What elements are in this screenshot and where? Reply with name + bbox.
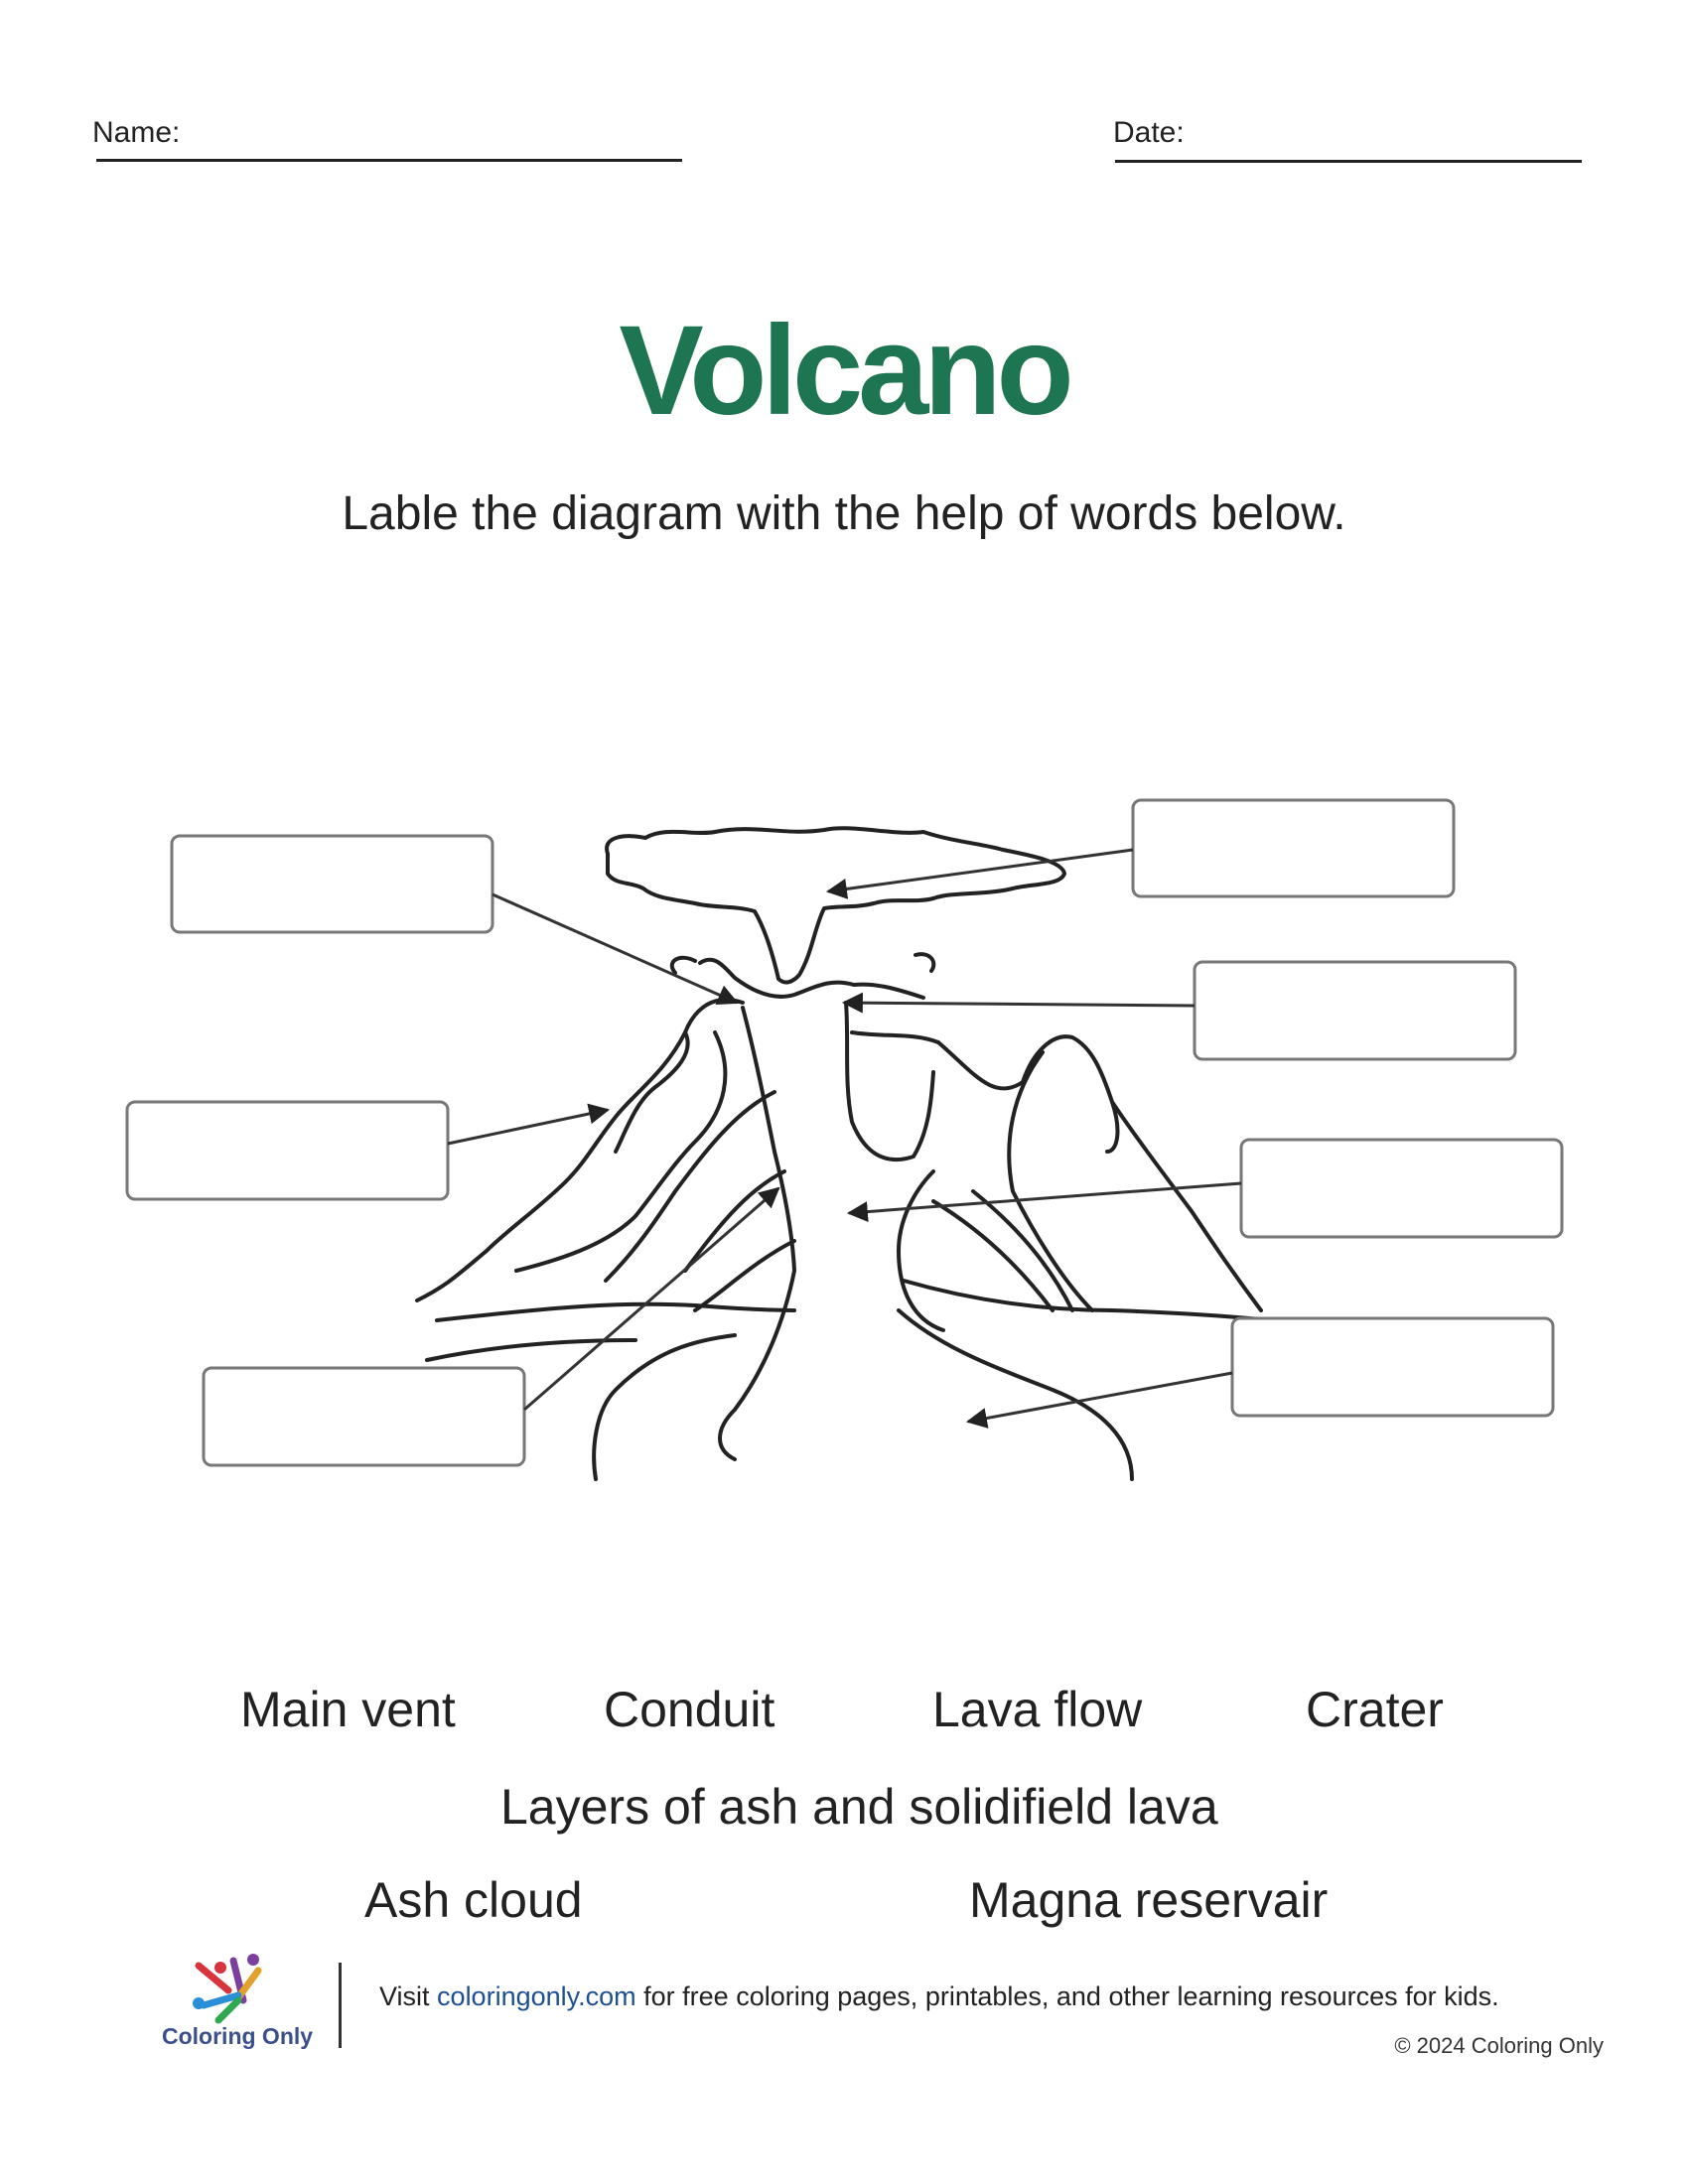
name-line[interactable]	[96, 159, 682, 162]
arrow-left-3	[523, 1186, 780, 1412]
logo-text: Coloring Only	[162, 2023, 314, 2049]
label-box-right-4[interactable]	[1230, 1316, 1555, 1418]
footer-visit: Visit	[379, 1981, 430, 2011]
copyright: © 2024 Coloring Only	[1394, 2033, 1604, 2058]
right-slope	[936, 1034, 1263, 1312]
footer-divider	[339, 1963, 342, 2048]
date-line[interactable]	[1115, 160, 1582, 163]
label-box-right-3[interactable]	[1239, 1138, 1564, 1239]
arrow-right-1	[825, 848, 1134, 899]
footer-link[interactable]: coloringonly.com	[437, 1981, 636, 2011]
word-conduit: Conduit	[604, 1682, 775, 1737]
word-ash-cloud: Ash cloud	[364, 1872, 583, 1928]
label-box-left-1[interactable]	[170, 834, 494, 934]
word-crater: Crater	[1306, 1682, 1444, 1737]
conduit-right-wall	[844, 1001, 935, 1162]
coloring-only-logo	[193, 1954, 262, 2024]
label-box-right-2[interactable]	[1193, 960, 1517, 1061]
label-box-left-2[interactable]	[125, 1100, 450, 1201]
left-slope	[415, 997, 745, 1302]
name-label: Name:	[92, 116, 181, 149]
footer-text: Visit coloringonly.com for free coloring…	[379, 1981, 1499, 2012]
crater-rim	[698, 957, 856, 999]
arrow-left-1	[492, 892, 739, 1005]
label-box-left-3[interactable]	[202, 1366, 526, 1467]
volcano-drawing	[415, 826, 1273, 1481]
word-lava-flow: Lava flow	[932, 1682, 1143, 1737]
word-layers: Layers of ash and solidifield lava	[500, 1779, 1218, 1835]
ash-cloud-shape	[605, 826, 1066, 985]
arrow-right-4	[965, 1371, 1233, 1429]
word-magna-reservair: Magna reservair	[969, 1872, 1329, 1928]
footer-suffix: for free coloring pages, printables, and…	[643, 1981, 1499, 2011]
arrow-right-3	[846, 1181, 1242, 1223]
date-label: Date:	[1113, 116, 1185, 149]
conduit-left-wall	[718, 1006, 796, 1461]
arrow-left-2	[447, 1103, 611, 1146]
label-box-right-1[interactable]	[1131, 798, 1456, 898]
word-main-vent: Main vent	[240, 1682, 456, 1737]
page-title: Volcano	[619, 300, 1073, 442]
instructions: Lable the diagram with the help of words…	[342, 487, 1346, 540]
arrow-right-2	[841, 992, 1196, 1014]
